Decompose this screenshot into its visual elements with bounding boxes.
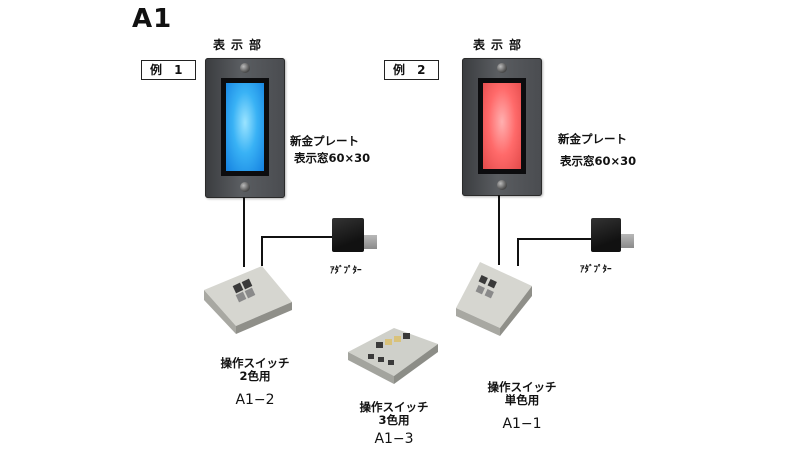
plate-description-1: 新金プレート [290, 134, 359, 148]
switch-2color-model: A1−2 [235, 392, 275, 408]
display-window-frame [478, 78, 526, 174]
adapter-label-1: ｱﾀﾞﾌﾟﾀｰ [330, 266, 362, 276]
switch-button-2 [487, 279, 497, 289]
window-description-2: 表示窓60×30 [560, 154, 637, 168]
switch-3color-illustration [348, 328, 438, 384]
wire-adapter-1-vertical [261, 236, 263, 266]
switch-button-4 [244, 287, 256, 299]
wire-adapter-2-horizontal [517, 238, 593, 240]
switch-button-4 [484, 289, 494, 299]
switch-button-7 [388, 360, 394, 365]
switch-button-3 [394, 336, 401, 342]
switch-3color-model: A1−3 [374, 431, 414, 447]
top-screw-icon [240, 63, 250, 73]
display-window-blue [226, 83, 264, 171]
window-description-1: 表示窓60×30 [294, 151, 371, 165]
wire-adapter-1-horizontal [261, 236, 335, 238]
display-plate-red [462, 58, 542, 196]
top-screw-icon [497, 63, 507, 73]
switch-2color-type: 2色用 [239, 369, 271, 383]
switch-1color-name: 操作スイッチ [487, 380, 557, 394]
switch-1color-model: A1−1 [502, 416, 542, 432]
switch-button-1 [376, 342, 383, 348]
plate-description-2: 新金プレート [558, 132, 627, 146]
switch-button-3 [475, 285, 485, 295]
switch-button-4 [403, 333, 410, 339]
switch-2color-illustration [204, 266, 292, 334]
display-label-2: 表示部 [473, 38, 528, 52]
display-plate-blue [205, 58, 285, 198]
bottom-screw-icon [497, 180, 507, 190]
wire-display-to-switch-2 [498, 195, 500, 265]
switch-button-2 [241, 278, 253, 290]
page-title: A1 [132, 4, 173, 34]
adapter-icon-2 [591, 218, 621, 252]
switch-button-2 [385, 339, 392, 345]
bottom-screw-icon [240, 182, 250, 192]
switch-3color-name: 操作スイッチ [359, 400, 429, 414]
wire-adapter-2-vertical [517, 238, 519, 266]
switch-button-6 [378, 357, 384, 362]
switch-button-1 [232, 282, 244, 294]
switch-button-1 [478, 275, 488, 285]
switch-button-5 [368, 354, 374, 359]
switch-button-3 [235, 291, 247, 303]
example-2-tag: 例 2 [384, 60, 439, 80]
display-window-red [483, 83, 521, 169]
display-label-1: 表示部 [213, 38, 268, 52]
example-1-tag: 例 1 [141, 60, 196, 80]
wire-display-to-switch-1 [243, 197, 245, 267]
switch-1color-type: 単色用 [504, 393, 540, 407]
switch-3color-type: 3色用 [378, 413, 410, 427]
switch-2color-name: 操作スイッチ [220, 356, 290, 370]
display-window-frame [221, 78, 269, 176]
switch-1color-illustration [456, 262, 532, 336]
adapter-label-2: ｱﾀﾞﾌﾟﾀｰ [580, 265, 612, 275]
adapter-icon-1 [332, 218, 364, 252]
